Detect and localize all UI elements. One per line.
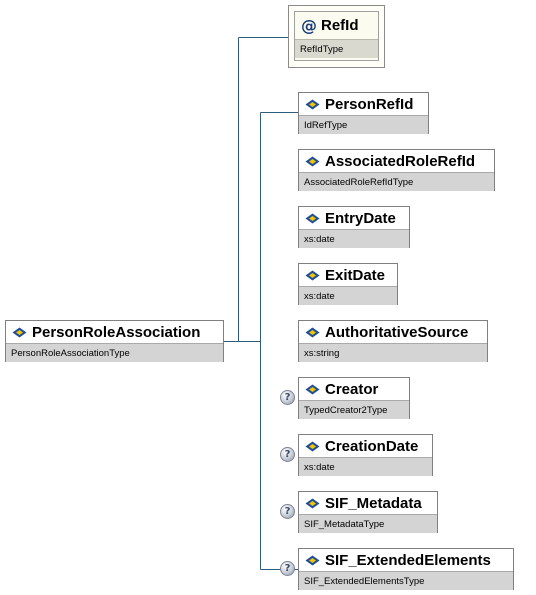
element-type: xs:date (299, 457, 432, 476)
optional-question-icon: ? (280, 447, 295, 462)
attribute-header: @ RefId (295, 12, 378, 39)
element-name: Creator (325, 380, 379, 398)
element-icon (305, 555, 320, 565)
element-name: EntryDate (325, 209, 396, 227)
optional-question-icon: ? (280, 504, 295, 519)
element-name: SIF_Metadata (325, 494, 422, 512)
element-header: CreationDate (299, 435, 432, 457)
element-name: ExitDate (325, 266, 386, 284)
optional-question-icon: ? (280, 561, 295, 576)
optional-question-icon: ? (280, 390, 295, 405)
element-header: SIF_ExtendedElements (299, 549, 513, 571)
element-box-creationdate[interactable]: CreationDate xs:date (298, 434, 433, 476)
element-header: AuthoritativeSource (299, 321, 487, 343)
element-icon (305, 270, 320, 280)
element-type: IdRefType (299, 115, 428, 134)
element-icon (305, 156, 320, 166)
element-icon (305, 213, 320, 223)
element-header: ExitDate (299, 264, 397, 286)
root-element-name: PersonRoleAssociation (32, 323, 201, 341)
element-name: SIF_ExtendedElements (325, 551, 491, 569)
element-type: SIF_MetadataType (299, 514, 437, 533)
attribute-type: RefIdType (295, 39, 378, 58)
element-icon (12, 327, 27, 337)
element-type: AssociatedRoleRefIdType (299, 172, 494, 191)
attribute-refid-box[interactable]: @ RefId RefIdType (294, 11, 379, 61)
element-box-authoritativesource[interactable]: AuthoritativeSource xs:string (298, 320, 488, 362)
element-name: PersonRefId (325, 95, 414, 113)
at-sign-icon: @ (301, 16, 317, 35)
element-type: xs:date (299, 229, 409, 248)
element-header: SIF_Metadata (299, 492, 437, 514)
element-type: TypedCreator2Type (299, 400, 409, 419)
element-icon (305, 327, 320, 337)
element-type: xs:string (299, 343, 487, 362)
element-header: Creator (299, 378, 409, 400)
element-name: AuthoritativeSource (325, 323, 469, 341)
element-icon (305, 498, 320, 508)
element-header: AssociatedRoleRefId (299, 150, 494, 172)
element-name: AssociatedRoleRefId (325, 152, 476, 170)
attributes-group: @ RefId RefIdType (288, 5, 385, 68)
element-name: CreationDate (325, 437, 419, 455)
element-type: SIF_ExtendedElementsType (299, 571, 513, 590)
element-type: xs:date (299, 286, 397, 305)
root-element-type: PersonRoleAssociationType (6, 343, 223, 362)
root-element-box[interactable]: PersonRoleAssociation PersonRoleAssociat… (5, 320, 224, 362)
root-element-header: PersonRoleAssociation (6, 321, 223, 343)
element-icon (305, 441, 320, 451)
attribute-name: RefId (321, 17, 359, 34)
element-icon (305, 384, 320, 394)
element-icon (305, 99, 320, 109)
element-box-entrydate[interactable]: EntryDate xs:date (298, 206, 410, 248)
element-box-exitdate[interactable]: ExitDate xs:date (298, 263, 398, 305)
element-header: EntryDate (299, 207, 409, 229)
element-header: PersonRefId (299, 93, 428, 115)
